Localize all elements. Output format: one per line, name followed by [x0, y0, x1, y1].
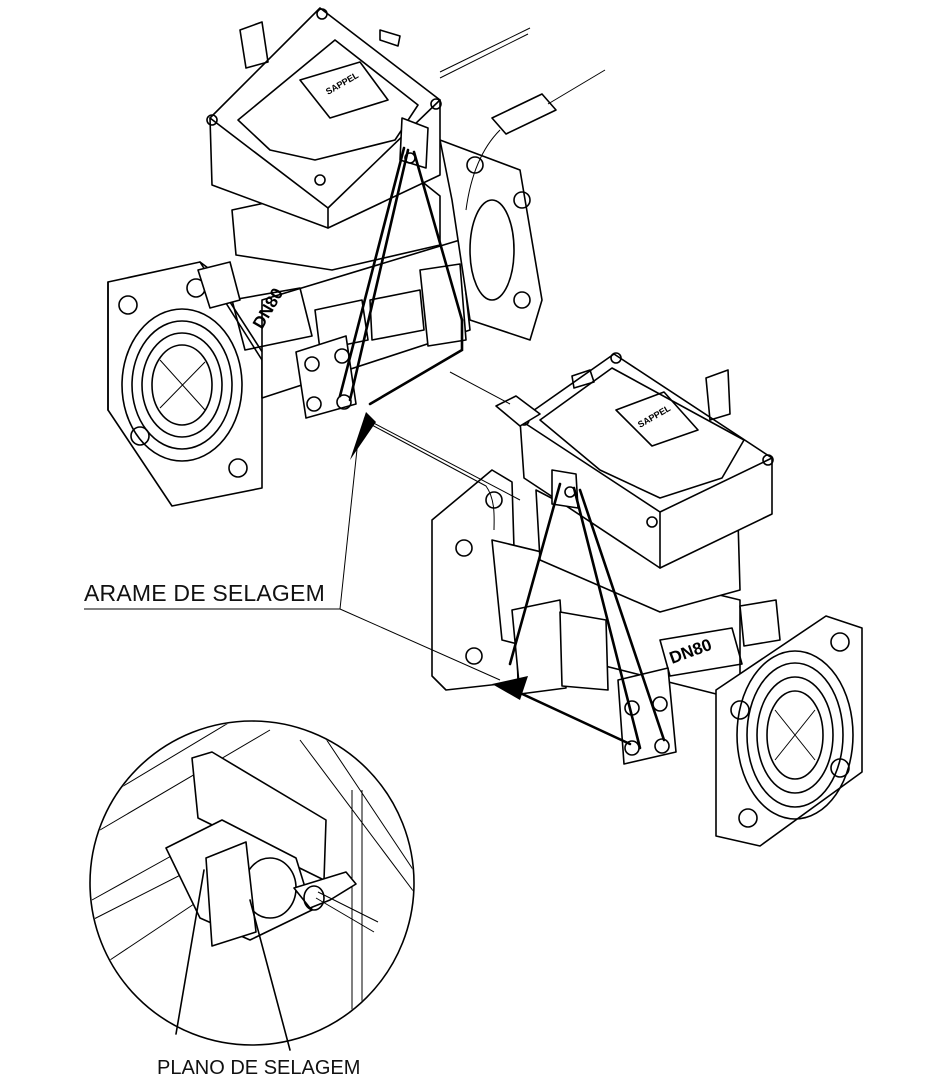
detail-view: [89, 720, 415, 1051]
sealing-plane-label: PLANO DE SELAGEM: [157, 1057, 361, 1079]
sealing-wire-label: ARAME DE SELAGEM: [84, 580, 325, 606]
water-meter-bottom: DN80 SAPPEL: [363, 352, 863, 847]
water-meter-top: DN80 SAPPEL: [107, 7, 606, 507]
leader-lines: [84, 439, 501, 681]
right-flange: [715, 615, 863, 847]
arrow-head-1: [350, 412, 376, 460]
left-flange: [107, 261, 271, 507]
seal-wire-bottom: [492, 482, 666, 750]
seal-wire-top: [338, 146, 464, 460]
arrow-head-2: [492, 676, 528, 700]
